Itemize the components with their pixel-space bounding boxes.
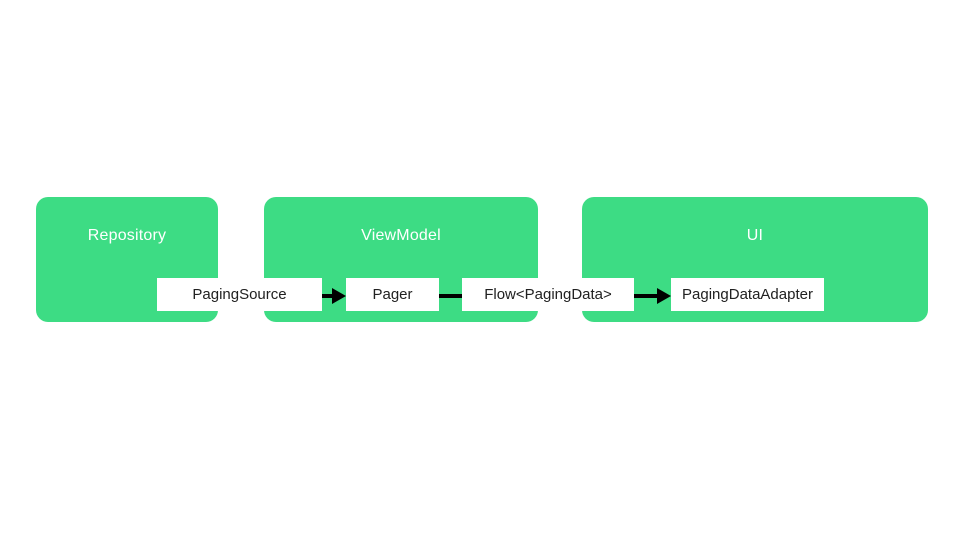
group-repository[interactable]: Repository — [36, 197, 218, 322]
node-label-paging-data-adapter: PagingDataAdapter — [682, 285, 813, 303]
node-flow-paging-data[interactable]: Flow<PagingData> — [462, 278, 634, 311]
node-label-pager: Pager — [372, 285, 413, 303]
node-label-flow-paging-data: Flow<PagingData> — [484, 285, 612, 303]
connector-line — [634, 294, 659, 298]
connector-line — [322, 294, 334, 298]
group-title-repository: Repository — [87, 227, 167, 244]
group-title-viewmodel: ViewModel — [361, 227, 441, 244]
node-label-paging-source: PagingSource — [192, 285, 287, 303]
arrowhead-icon — [657, 288, 671, 304]
node-paging-source[interactable]: PagingSource — [157, 278, 322, 311]
arrowhead-icon — [332, 288, 346, 304]
connector-line — [439, 294, 462, 298]
node-pager[interactable]: Pager — [346, 278, 439, 311]
group-title-ui: UI — [746, 227, 764, 244]
node-paging-data-adapter[interactable]: PagingDataAdapter — [671, 278, 824, 311]
